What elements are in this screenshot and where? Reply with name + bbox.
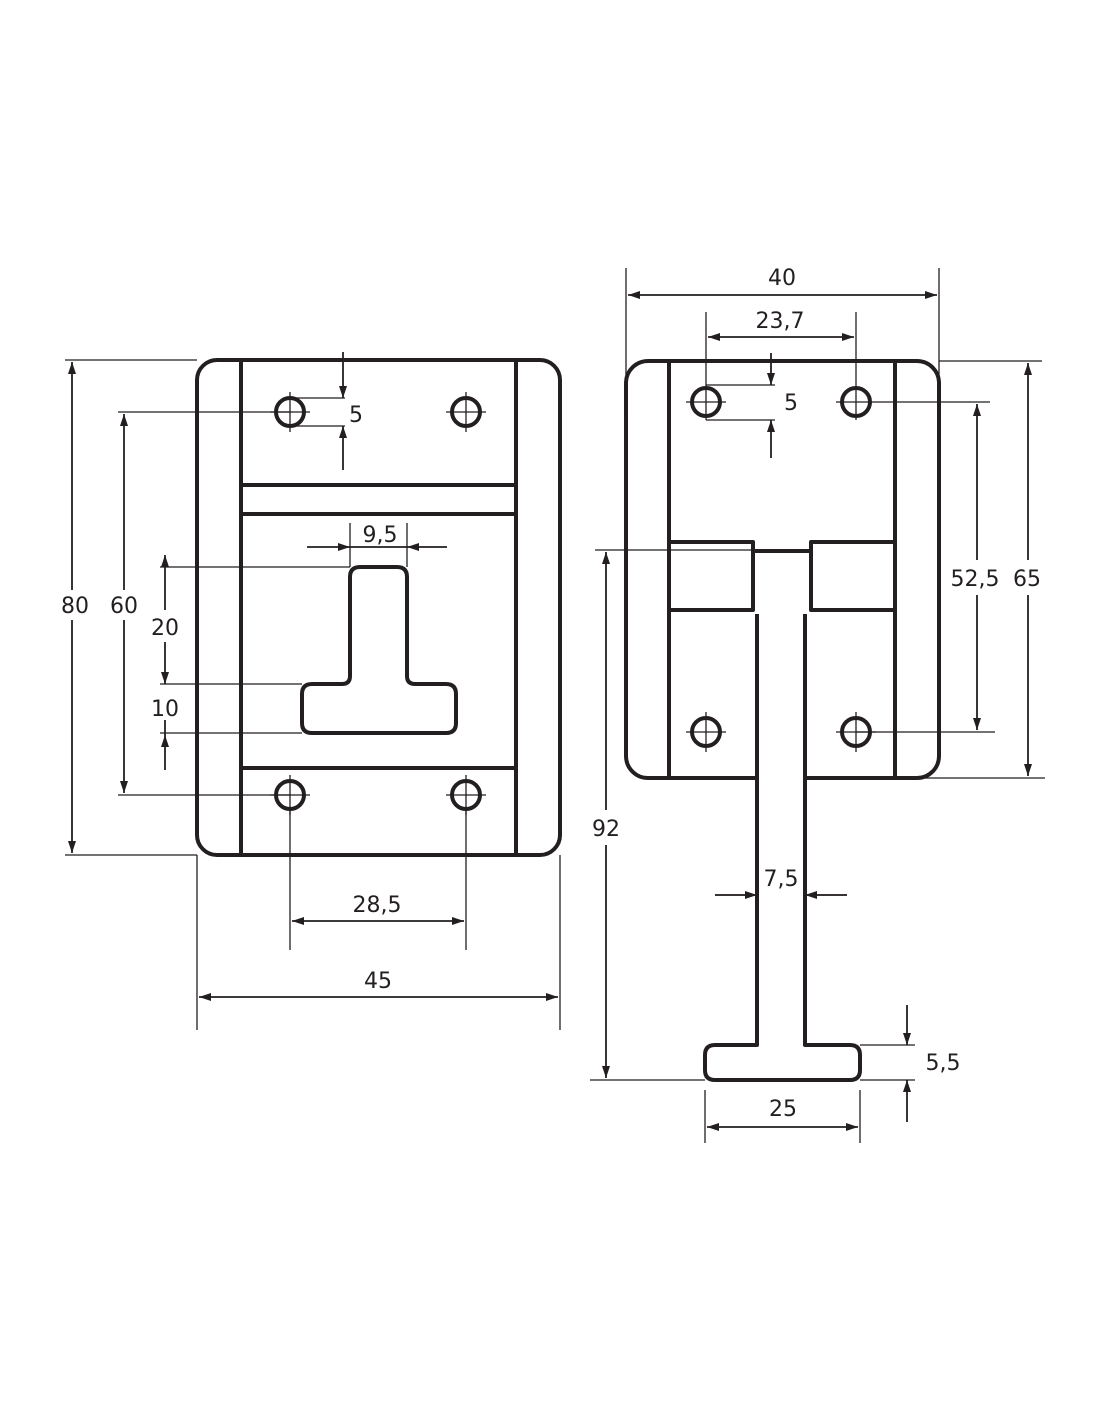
dim-hole-diameter: 5 [349,403,363,428]
front-plate-outline [195,358,562,857]
dim-slot-bar-height: 10 [151,697,179,722]
dim-foot-height: 5,5 [926,1051,961,1076]
dim-slot-stem-height: 20 [151,616,179,641]
hinge-block-right [809,540,897,612]
front-holes [270,392,486,815]
dim-overall-height: 80 [61,594,89,619]
side-view: 40 23,7 5 52,5 65 92 7,5 5,5 25 [590,266,1045,1143]
dim-foot-width: 25 [769,1097,797,1122]
dim-overall-width: 45 [364,969,392,994]
dim-plate-height: 65 [1013,567,1041,592]
dim-side-hole-spacing-horizontal: 23,7 [756,309,805,334]
t-slot [300,565,458,735]
dim-hole-spacing-horizontal: 28,5 [353,893,402,918]
dim-slot-width: 9,5 [363,523,398,548]
dim-hole-spacing-vertical: 60 [110,594,138,619]
dim-stem-width: 7,5 [764,867,799,892]
dim-side-hole-spacing-vertical: 52,5 [951,567,1000,592]
front-view: 80 60 20 10 5 9,5 28,5 45 [61,352,562,1030]
dim-side-hole-diameter: 5 [784,391,798,416]
dim-side-overall-width: 40 [768,266,796,291]
hinge-block-left [667,540,755,612]
t-bolt [703,614,862,1082]
dim-side-overall-height: 92 [592,817,620,842]
